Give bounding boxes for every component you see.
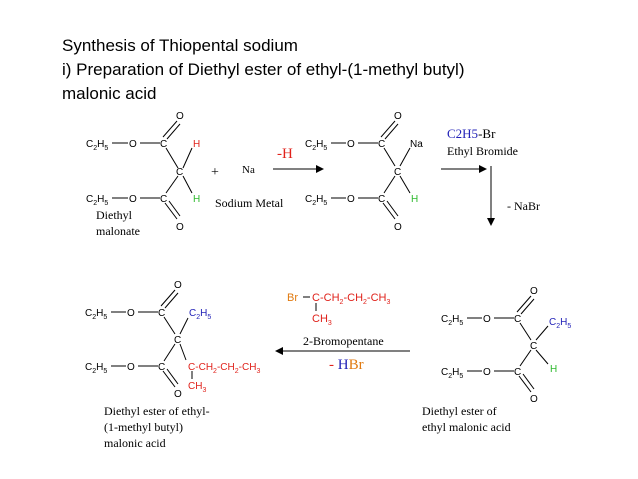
oxygen-label: O bbox=[347, 194, 355, 205]
ethyl-group-label: C2H5 bbox=[85, 362, 107, 375]
ethyl-group-label: C2H5 bbox=[441, 367, 463, 380]
methyl-label: CH3 bbox=[188, 381, 206, 394]
oxygen-label: O bbox=[176, 111, 184, 122]
carbon-label: C bbox=[176, 167, 183, 178]
ethyl-substituent-label: C2H5 bbox=[549, 317, 571, 330]
oxygen-label: O bbox=[176, 222, 184, 233]
diethyl-malonate-label-1: Diethyl bbox=[96, 208, 133, 222]
bonds bbox=[112, 120, 193, 220]
carbon-label: C bbox=[514, 314, 521, 325]
carbon-label: C bbox=[160, 194, 167, 205]
diethyl-malonate-label-2: malonate bbox=[96, 224, 140, 238]
oxygen-label: O bbox=[127, 308, 135, 319]
ethyl-substituent-label: C2H5 bbox=[189, 308, 211, 321]
oxygen-label: O bbox=[530, 394, 538, 405]
carbon-label: C bbox=[394, 167, 401, 178]
bromine-label: Br bbox=[287, 292, 298, 304]
oxygen-label: O bbox=[394, 111, 402, 122]
molecule-diethyl-ethylmalonate: C2H5 O C O C2H5 C C2H5 O C H O bbox=[441, 286, 571, 405]
ethyl-group-label: C2H5 bbox=[305, 139, 327, 152]
ethylmalonate-label-1: Diethyl ester of bbox=[422, 404, 497, 418]
hydrogen-label: H bbox=[193, 139, 200, 150]
reagent-2-bromopentane: Br C-CH2-CH2-CH3 CH3 bbox=[287, 292, 391, 327]
oxygen-label: O bbox=[174, 280, 182, 291]
carbon-label: C bbox=[514, 367, 521, 378]
oxygen-label: O bbox=[129, 139, 137, 150]
ethyl-group-label: C2H5 bbox=[86, 139, 108, 152]
hydrogen-label: H bbox=[550, 364, 557, 375]
carbon-label: C bbox=[378, 139, 385, 150]
sodium-label: Na bbox=[410, 139, 423, 150]
bonds bbox=[331, 120, 411, 220]
title-line-2: i) Preparation of Diethyl ester of ethyl… bbox=[62, 60, 465, 79]
molecule-sodio-diethyl-malonate: C2H5 O C O Na C C2H5 O C H O bbox=[305, 111, 423, 233]
oxygen-label: O bbox=[127, 362, 135, 373]
title-line-3: malonic acid bbox=[62, 84, 157, 103]
oxygen-label: O bbox=[530, 286, 538, 297]
minus-h-label: -H bbox=[277, 146, 293, 162]
methyl-label: CH3 bbox=[312, 313, 332, 327]
methylbutyl-substituent-label: C-CH2-CH2-CH3 bbox=[188, 362, 260, 375]
oxygen-label: O bbox=[483, 314, 491, 325]
sodium-metal-label: Sodium Metal bbox=[215, 196, 284, 210]
sodium-reagent: Na bbox=[242, 164, 255, 176]
pentyl-chain-label: C-CH2-CH2-CH3 bbox=[312, 292, 391, 306]
minus-hbr-label: - HBr bbox=[329, 357, 364, 373]
oxygen-label: O bbox=[129, 194, 137, 205]
carbon-label: C bbox=[158, 362, 165, 373]
molecule-final-product: C2H5 O C O C2H5 C C2H5 O C O C-CH2-CH2-C… bbox=[85, 280, 260, 400]
ethylmalonate-label-2: ethyl malonic acid bbox=[422, 420, 511, 434]
ethyl-bromide-formula: C2H5-Br bbox=[447, 126, 496, 141]
carbon-label: C bbox=[160, 139, 167, 150]
ethyl-bromide-label: Ethyl Bromide bbox=[447, 144, 518, 158]
carbon-label: C bbox=[174, 335, 181, 346]
carbon-label: C bbox=[530, 341, 537, 352]
oxygen-label: O bbox=[174, 389, 182, 400]
bonds bbox=[111, 289, 193, 388]
slide-title: Synthesis of Thiopental sodium i) Prepar… bbox=[62, 34, 622, 106]
ethyl-group-label: C2H5 bbox=[85, 308, 107, 321]
final-product-label-3: malonic acid bbox=[104, 436, 166, 450]
hydrogen-label: H bbox=[411, 194, 418, 205]
carbon-label: C bbox=[378, 194, 385, 205]
bonds bbox=[467, 295, 549, 393]
ethyl-group-label: C2H5 bbox=[86, 194, 108, 207]
hydrogen-label: H bbox=[193, 194, 200, 205]
final-product-label-1: Diethyl ester of ethyl- bbox=[104, 404, 210, 418]
oxygen-label: O bbox=[347, 139, 355, 150]
oxygen-label: O bbox=[483, 367, 491, 378]
title-line-1: Synthesis of Thiopental sodium bbox=[62, 36, 298, 55]
plus-sign: + bbox=[211, 165, 219, 180]
ethyl-group-label: C2H5 bbox=[441, 314, 463, 327]
carbon-label: C bbox=[158, 308, 165, 319]
oxygen-label: O bbox=[394, 222, 402, 233]
molecule-diethyl-malonate: C2H5 O C O H C C2H5 O C H O bbox=[86, 111, 200, 233]
minus-nabr-label: - NaBr bbox=[507, 199, 540, 213]
2-bromopentane-label: 2-Bromopentane bbox=[303, 334, 384, 348]
ethyl-group-label: C2H5 bbox=[305, 194, 327, 207]
final-product-label-2: (1-methyl butyl) bbox=[104, 420, 183, 434]
